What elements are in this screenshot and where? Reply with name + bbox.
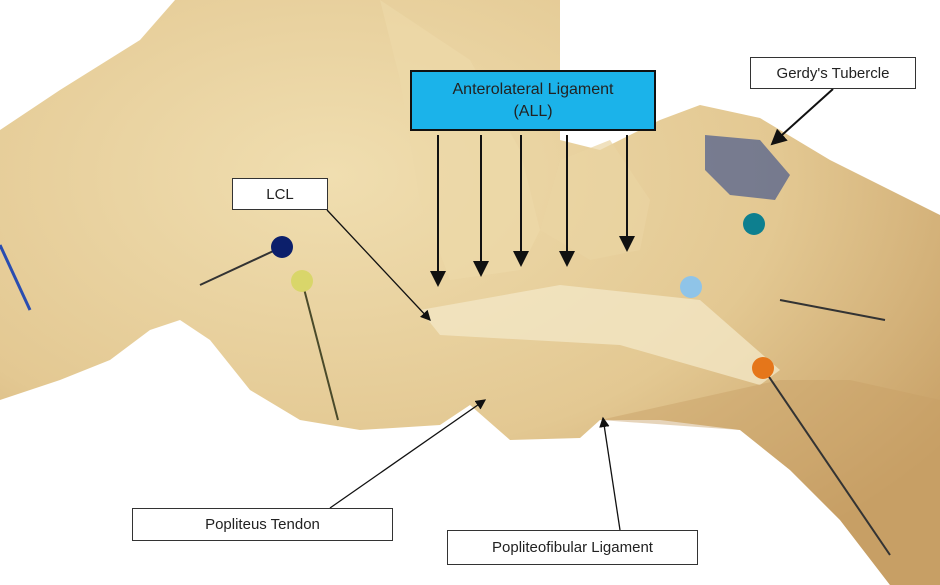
label-popliteofibular-ligament: Popliteofibular Ligament	[447, 530, 698, 565]
pin-needle	[301, 280, 339, 421]
all-label-line2: (ALL)	[513, 102, 553, 120]
pin-teal	[743, 213, 765, 235]
label-popliteus-tendon: Popliteus Tendon	[132, 508, 393, 541]
label-anterolateral-ligament: Anterolateral Ligament (ALL)	[410, 70, 656, 131]
pin-yellow	[291, 270, 313, 292]
pin-navy	[271, 236, 293, 258]
pin-needle	[779, 299, 886, 321]
pin-needle	[199, 246, 283, 286]
lcl-arrow	[326, 209, 431, 321]
lateral-ligament-band	[420, 285, 780, 385]
popliteofibular-arrow	[599, 416, 621, 531]
gerdys-tubercle-ink	[705, 135, 790, 200]
label-lcl: LCL	[232, 178, 328, 210]
pin-needle	[762, 367, 891, 556]
marker-line	[0, 244, 32, 311]
all-label-line1: Anterolateral Ligament	[452, 80, 614, 98]
pin-orange	[752, 357, 774, 379]
label-gerdys-tubercle: Gerdy's Tubercle	[750, 57, 916, 89]
lower-tissue-shadow	[600, 380, 940, 585]
pin-lightblue	[680, 276, 702, 298]
gerdys-arrow	[770, 88, 834, 146]
popliteus-arrow	[329, 399, 487, 509]
